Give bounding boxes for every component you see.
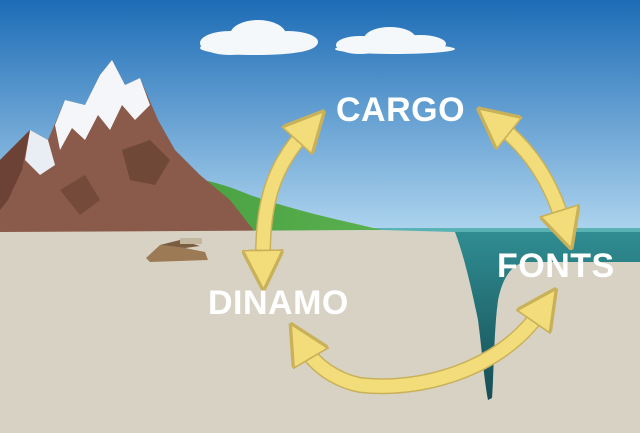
rock-pile — [146, 238, 208, 262]
arrow-cargo-to-fonts — [500, 126, 563, 222]
cloud-left — [200, 20, 318, 55]
cloud-right — [335, 27, 455, 54]
mountain — [0, 60, 255, 234]
arrow-dinamo-to-cargo — [263, 132, 305, 262]
label-cargo: CARGO — [336, 91, 466, 129]
arrow-fonts-to-dinamo — [305, 312, 540, 393]
ocean-trench — [455, 232, 640, 400]
label-dinamo: DINAMO — [208, 284, 349, 322]
label-fonts: FONTS — [497, 247, 615, 285]
